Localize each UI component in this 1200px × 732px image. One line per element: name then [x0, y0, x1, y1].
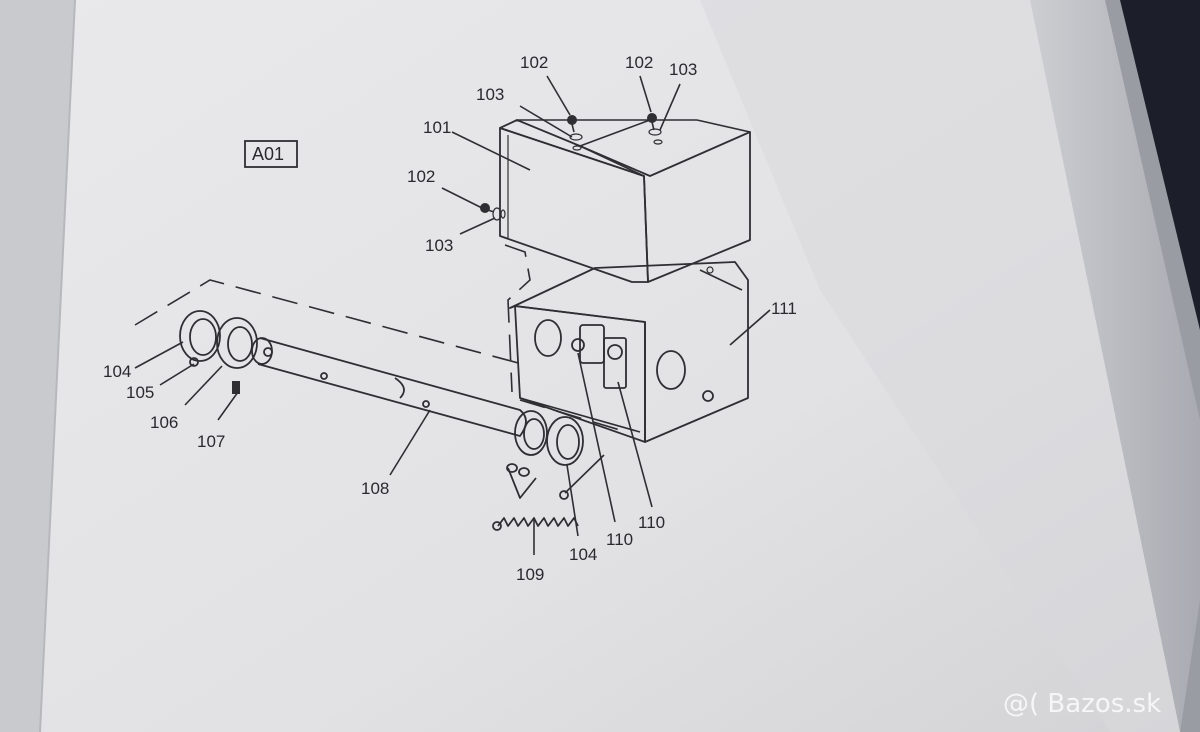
- callout-102: 102: [625, 53, 653, 72]
- shaft-108: [251, 337, 527, 437]
- callout-109: 109: [516, 565, 544, 584]
- callout-104: 104: [569, 545, 597, 564]
- left-bushing-set: [179, 310, 258, 394]
- callout-106: 106: [150, 413, 178, 432]
- callout-labels: 102 102 103 103 101 102 103 111 104 105 …: [103, 53, 797, 584]
- callout-107: 107: [197, 432, 225, 451]
- watermark: @( Bazos.sk: [1003, 689, 1161, 719]
- callout-111: 111: [771, 299, 797, 318]
- right-bushing-set: [506, 410, 584, 499]
- cover-bracket-101: [499, 119, 751, 283]
- callout-108: 108: [361, 479, 389, 498]
- callout-102: 102: [520, 53, 548, 72]
- section-code: A01: [252, 144, 284, 164]
- callout-105: 105: [126, 383, 154, 402]
- callout-110: 110: [606, 530, 633, 549]
- leader-lines: [134, 75, 771, 555]
- housing-111: [509, 261, 749, 443]
- callout-104: 104: [103, 362, 131, 381]
- spring-109: [492, 490, 579, 531]
- fasteners: [480, 113, 662, 221]
- callout-110: 110: [638, 513, 665, 532]
- callout-101: 101: [423, 118, 451, 137]
- callout-103: 103: [669, 60, 697, 79]
- callout-102: 102: [407, 167, 435, 186]
- alignment-lines: [134, 244, 621, 431]
- section-code-box: A01: [244, 140, 298, 168]
- callout-103: 103: [425, 236, 453, 255]
- callout-103: 103: [476, 85, 504, 104]
